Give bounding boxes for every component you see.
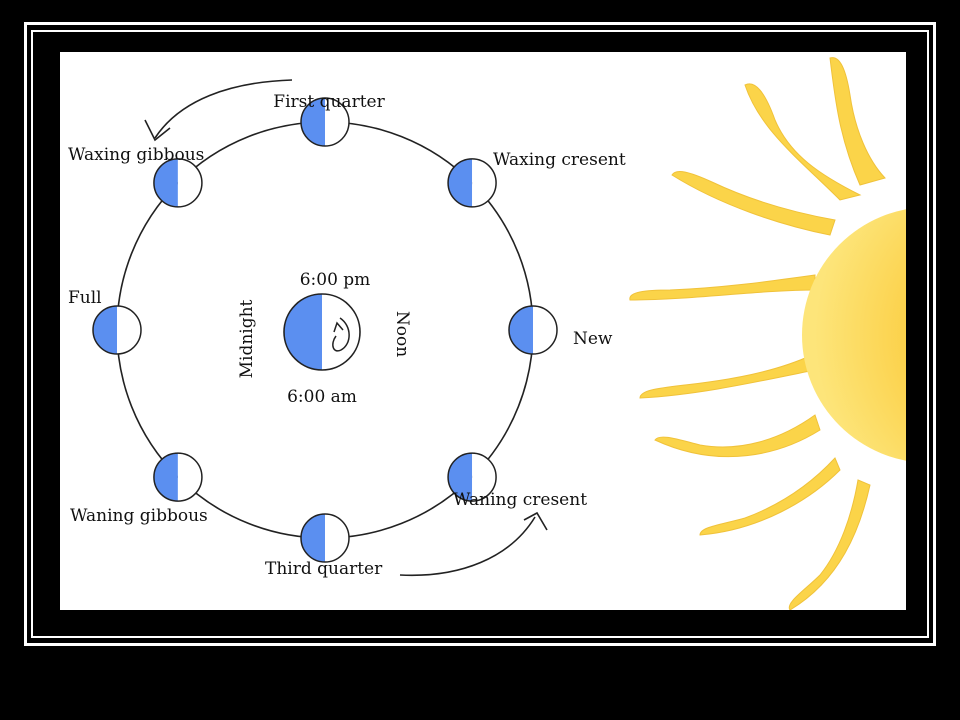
sun-ray bbox=[671, 171, 836, 236]
sun-ray bbox=[654, 414, 821, 458]
moon-waxing-gibbous bbox=[153, 158, 203, 208]
moon-outline bbox=[447, 452, 497, 502]
moon-outline bbox=[153, 158, 203, 208]
moon-new bbox=[508, 305, 558, 355]
earth-light-half bbox=[322, 294, 360, 370]
outer-frame bbox=[24, 22, 936, 646]
label-waxing-cresent: Waxing cresent bbox=[493, 150, 626, 170]
moon-waning-gibbous bbox=[153, 452, 203, 502]
moon-waning-cresent bbox=[447, 452, 497, 502]
inner-frame bbox=[31, 30, 929, 638]
label-full: Full bbox=[68, 288, 102, 308]
moon-waxing-cresent bbox=[447, 158, 497, 208]
sun bbox=[629, 57, 906, 610]
moon-light-half bbox=[472, 453, 497, 502]
label-waning-cresent: Waning cresent bbox=[453, 490, 587, 510]
moon-phases bbox=[92, 97, 558, 563]
direction-arrow-bottom bbox=[399, 511, 548, 577]
sun-ray bbox=[829, 57, 886, 186]
moon-dark-half bbox=[153, 453, 178, 502]
earth-dark-half bbox=[284, 294, 322, 370]
moon-light-half bbox=[325, 514, 349, 562]
moon-outline bbox=[92, 305, 142, 355]
label-new: New bbox=[573, 329, 613, 349]
moon-outline bbox=[153, 452, 203, 502]
sun-ray bbox=[699, 457, 841, 536]
moon-third-quarter bbox=[300, 513, 350, 563]
sun-core bbox=[802, 209, 906, 461]
moon-light-half bbox=[177, 453, 202, 502]
sun-ray bbox=[788, 479, 871, 610]
sun-ray bbox=[639, 354, 816, 399]
moon-dark-half bbox=[93, 306, 117, 354]
moon-first-quarter bbox=[300, 97, 350, 147]
earth-top-label: 6:00 pm bbox=[300, 270, 371, 290]
earth-left-label: Midnight bbox=[237, 299, 257, 378]
moon-light-half bbox=[325, 98, 349, 146]
moon-outline bbox=[300, 513, 350, 563]
earth-bottom-label: 6:00 am bbox=[287, 387, 357, 407]
rotation-arrow-icon bbox=[332, 317, 350, 352]
moon-dark-half bbox=[153, 158, 178, 207]
label-third-quarter: Third quarter bbox=[265, 559, 383, 579]
moon-outline bbox=[300, 97, 350, 147]
moon-full bbox=[92, 305, 142, 355]
moon-light-half bbox=[533, 306, 557, 354]
moon-outline bbox=[508, 305, 558, 355]
label-first-quarter: First quarter bbox=[273, 92, 385, 112]
moon-light-half bbox=[117, 306, 141, 354]
moon-dark-half bbox=[301, 514, 325, 562]
earth-right-label: Noon bbox=[392, 311, 412, 357]
moon-dark-half bbox=[448, 453, 473, 502]
earth bbox=[283, 293, 361, 371]
moon-dark-half bbox=[509, 306, 533, 354]
moon-outline bbox=[447, 158, 497, 208]
moon-light-half bbox=[177, 158, 202, 207]
sun-ray bbox=[629, 274, 816, 301]
label-waxing-gibbous: Waxing gibbous bbox=[68, 145, 204, 165]
label-waning-gibbous: Waning gibbous bbox=[70, 506, 208, 526]
moon-dark-half bbox=[448, 158, 473, 207]
earth-outline bbox=[283, 293, 361, 371]
moon-light-half bbox=[472, 158, 497, 207]
moon-dark-half bbox=[301, 98, 325, 146]
sun-ray bbox=[744, 83, 862, 201]
direction-arrow-top bbox=[144, 79, 293, 142]
sun-rays bbox=[629, 57, 886, 610]
